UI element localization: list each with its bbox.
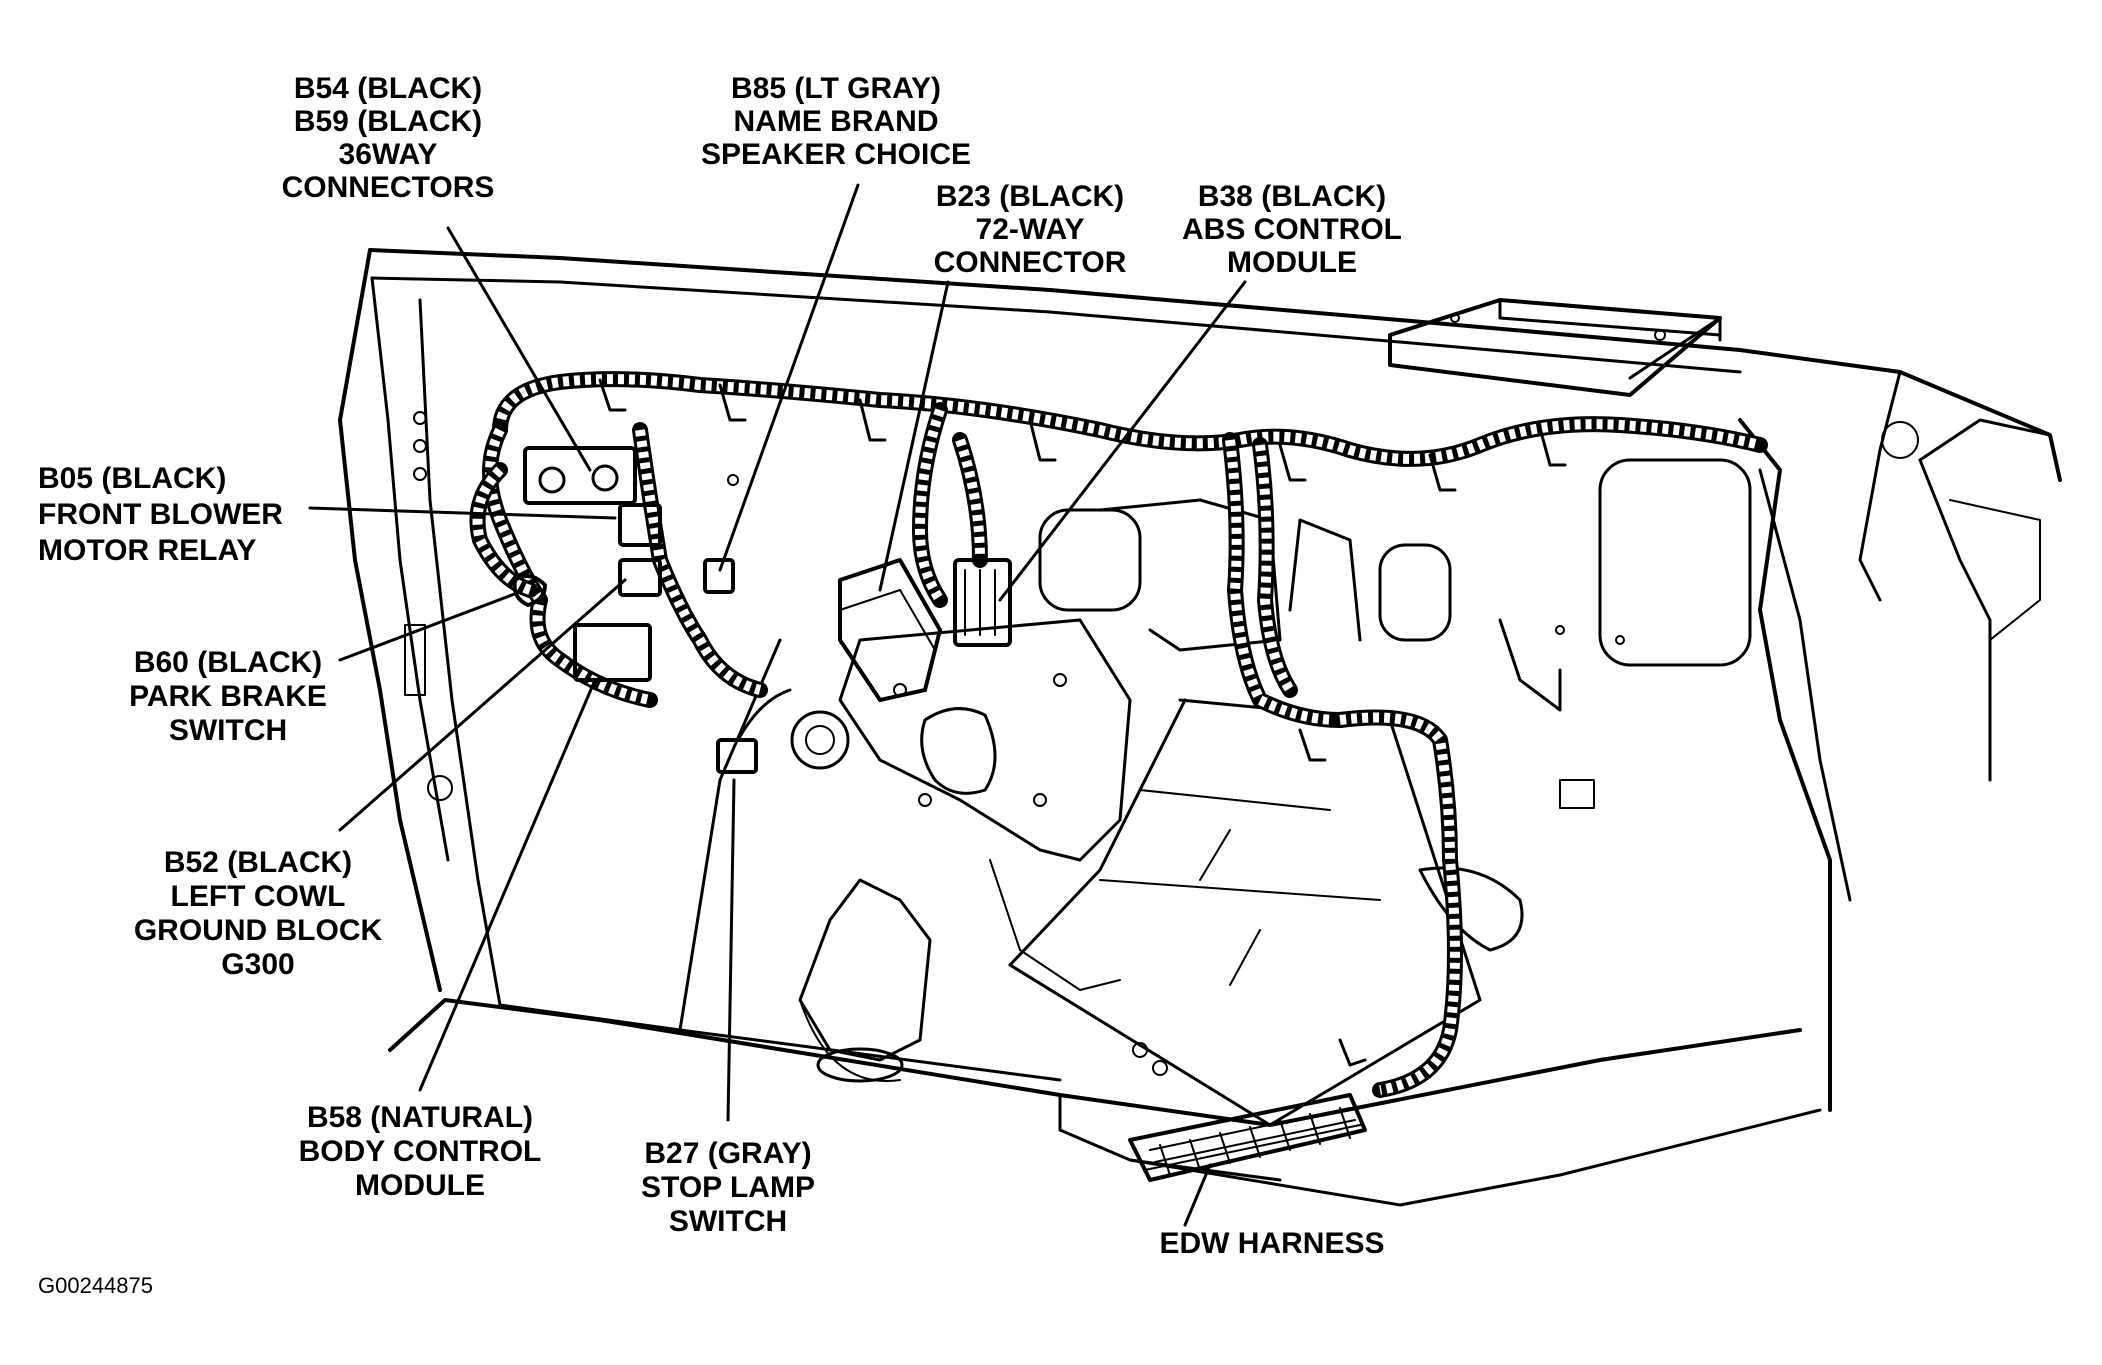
label-b27-line3: SWITCH	[669, 1205, 787, 1238]
label-b85-line2: NAME BRAND	[734, 105, 939, 138]
label-b52-line4: G300	[221, 948, 294, 981]
label-b38-line2: ABS CONTROL	[1182, 213, 1402, 246]
park-brake-switch-shape	[512, 574, 547, 607]
label-b52-line1: B52 (BLACK)	[164, 846, 352, 879]
speaker-connector-shape	[703, 558, 735, 594]
label-b38-line3: MODULE	[1227, 246, 1357, 279]
label-b54-line4: CONNECTORS	[282, 171, 495, 204]
leader-lines	[308, 183, 1247, 1227]
label-b54-line1: B54 (BLACK)	[294, 72, 482, 105]
label-b27-line2: STOP LAMP	[641, 1171, 815, 1204]
label-b05-line2: FRONT BLOWER	[38, 498, 283, 531]
connector-36way-shape	[523, 446, 637, 505]
components	[512, 378, 1567, 1067]
label-b85-line1: B85 (LT GRAY)	[731, 72, 941, 105]
label-edw-harness: EDW HARNESS	[1159, 1227, 1384, 1260]
abs-control-module-shape	[1388, 298, 1722, 397]
label-b05-line1: B05 (BLACK)	[38, 462, 226, 495]
blower-relay-shape	[618, 503, 662, 547]
label-b60-line2: PARK BRAKE	[129, 680, 327, 713]
label-b23-line2: 72-WAY	[976, 213, 1085, 246]
label-b58-line1: B58 (NATURAL)	[307, 1101, 533, 1134]
label-b54-line3: 36WAY	[339, 138, 438, 171]
label-b05-line3: MOTOR RELAY	[38, 534, 256, 567]
edw-harness-braid	[1128, 1093, 1367, 1182]
main-wiring-harness	[469, 371, 1768, 1098]
body-control-module-shape	[573, 623, 652, 682]
label-b52-line3: GROUND BLOCK	[134, 914, 383, 947]
label-b58-line2: BODY CONTROL	[299, 1135, 542, 1168]
label-b27-line1: B27 (GRAY)	[644, 1137, 811, 1170]
dash-panel-structure	[338, 248, 2062, 1207]
label-b60-line1: B60 (BLACK)	[134, 646, 322, 679]
label-b85-line3: SPEAKER CHOICE	[701, 138, 971, 171]
figure-id: G00244875	[38, 1273, 153, 1298]
label-b54-line2: B59 (BLACK)	[294, 105, 482, 138]
abs-connector-shape	[953, 558, 1012, 647]
label-b52-line2: LEFT COWL	[171, 880, 346, 913]
connector-72way-shape	[838, 558, 942, 702]
label-b58-line3: MODULE	[355, 1169, 485, 1202]
label-b60-line3: SWITCH	[169, 714, 287, 747]
label-b38-line1: B38 (BLACK)	[1198, 180, 1386, 213]
callout-edw: EDW HARNESS	[1159, 1227, 1384, 1260]
stop-lamp-switch-shape	[716, 738, 758, 774]
ground-block-shape	[618, 558, 662, 597]
label-b23-line3: CONNECTOR	[934, 246, 1127, 279]
label-b23-line1: B23 (BLACK)	[936, 180, 1124, 213]
